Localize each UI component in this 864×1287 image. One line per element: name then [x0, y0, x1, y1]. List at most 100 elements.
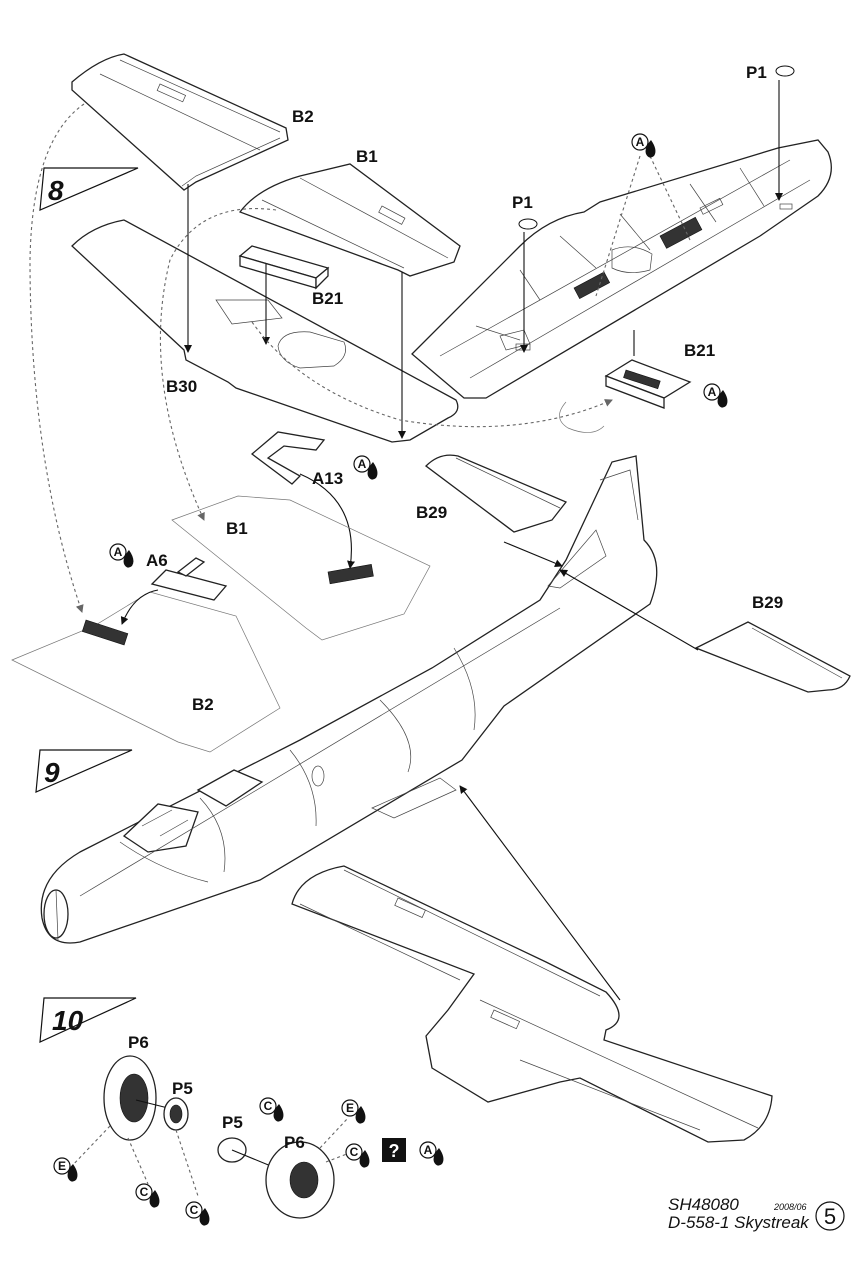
callout-c4: C — [345, 1143, 370, 1168]
wing-part-b1-upper — [238, 163, 461, 277]
leader-a-right — [595, 155, 691, 297]
glue-drop-icon — [433, 1148, 444, 1166]
callout-circle — [185, 1201, 203, 1219]
leaders-step-10 — [69, 1117, 353, 1197]
callout-circle — [631, 133, 649, 151]
callout-letter: A — [708, 385, 717, 399]
callout-circle — [345, 1143, 363, 1161]
label-b2-top: B2 — [292, 107, 314, 126]
callout-circle — [109, 543, 127, 561]
label-b2-ghost: B2 — [192, 695, 214, 714]
svg-text:?: ? — [389, 1141, 400, 1161]
label-b1-top: B1 — [356, 147, 378, 166]
callout-circle — [135, 1183, 153, 1201]
guide-b21-to-right — [251, 321, 613, 428]
guide-b2-to-a6 — [29, 103, 85, 613]
callout-letter: E — [58, 1159, 66, 1173]
glue-drop-icon — [149, 1190, 160, 1208]
step-8-marker: 8 — [39, 167, 139, 211]
footer-date: 2008/06 — [773, 1202, 807, 1212]
callout-circle — [703, 383, 721, 401]
wheel-p6-right — [265, 1141, 335, 1219]
label-b21-top: B21 — [312, 289, 343, 308]
callout-a2: A — [703, 383, 728, 408]
callout-circle — [353, 455, 371, 473]
part-a13 — [250, 431, 326, 485]
wing-part-b30 — [71, 219, 459, 443]
glue-drop-icon — [367, 462, 378, 480]
callout-circle — [259, 1097, 277, 1115]
part-b21-right — [604, 359, 692, 409]
label-p1-mid: P1 — [512, 193, 533, 212]
callout-e2: E — [341, 1099, 366, 1124]
part-a6 — [150, 557, 228, 601]
label-a13: A13 — [312, 469, 343, 488]
rotate-hint — [559, 401, 605, 433]
wheel-p6-left — [103, 1055, 177, 1141]
ghost-wing-b1 — [171, 495, 431, 641]
glue-drop-icon — [717, 390, 728, 408]
footer: SH48080 2008/06 D-558-1 Skystreak 5 — [668, 1195, 845, 1232]
page-number: 5 — [824, 1204, 836, 1229]
callout-letter: C — [140, 1185, 149, 1199]
callout-circle — [341, 1099, 359, 1117]
label-a6: A6 — [146, 551, 168, 570]
glue-drop-icon — [67, 1164, 78, 1182]
wing-part-b2-upper — [71, 53, 289, 191]
callout-circle — [53, 1157, 71, 1175]
label-b29-right: B29 — [752, 593, 783, 612]
label-b1-ghost: B1 — [226, 519, 248, 538]
label-b29-left: B29 — [416, 503, 447, 522]
step-8-number: 8 — [48, 175, 64, 206]
callout-a4: A — [109, 543, 134, 568]
callout-c2: C — [135, 1183, 160, 1208]
label-p6-right: P6 — [284, 1133, 305, 1152]
callout-letter: C — [190, 1203, 199, 1217]
callout-a5: A — [419, 1141, 444, 1166]
step-10-number: 10 — [52, 1005, 84, 1036]
step-9-number: 9 — [44, 757, 60, 788]
callout-letter: A — [424, 1143, 433, 1157]
glue-drop-icon — [359, 1150, 370, 1168]
ghost-wing-b2 — [11, 591, 281, 753]
guide-b1-to-ghost — [159, 208, 277, 521]
glue-drop-icon — [645, 140, 656, 158]
wing-lower-assembly — [291, 865, 773, 1143]
step-9-marker: 9 — [35, 749, 133, 793]
callout-c1: C — [259, 1097, 284, 1122]
callout-letter: C — [350, 1145, 359, 1159]
callout-letter: A — [636, 135, 645, 149]
stabilizer-b29-right — [694, 621, 851, 693]
step-10-marker: 10 — [39, 997, 137, 1043]
label-b30: B30 — [166, 377, 197, 396]
arrow-a6 — [120, 589, 159, 625]
callout-a1: A — [631, 133, 656, 158]
label-p6-left: P6 — [128, 1033, 149, 1052]
callout-e1: E — [53, 1157, 78, 1182]
callout-letter: A — [114, 545, 123, 559]
question-mark-icon: ? — [382, 1138, 406, 1162]
page-number-circle — [815, 1201, 845, 1231]
arrow-wing-to-fuselage — [459, 785, 621, 1001]
label-p5-right: P5 — [222, 1113, 243, 1132]
callout-c3: C — [185, 1201, 210, 1226]
callout-letter: C — [264, 1099, 273, 1113]
label-p1-right: P1 — [746, 63, 767, 82]
stabilizer-b29-left — [425, 454, 568, 533]
fuselage — [40, 455, 658, 944]
callout-letter: E — [346, 1101, 354, 1115]
part-b21-upper — [238, 245, 330, 290]
glue-drop-icon — [355, 1106, 366, 1124]
label-p5-left: P5 — [172, 1079, 193, 1098]
callout-circle — [419, 1141, 437, 1159]
footer-model: D-558-1 Skystreak — [668, 1213, 810, 1232]
callout-a3: A — [353, 455, 378, 480]
arrow-b29-left — [503, 541, 563, 568]
label-b21-right: B21 — [684, 341, 715, 360]
glue-drop-icon — [123, 550, 134, 568]
wheel-p5-left — [163, 1097, 189, 1131]
arrow-a13 — [299, 473, 355, 569]
callout-letter: A — [358, 457, 367, 471]
arrow-b29-right — [559, 569, 699, 651]
